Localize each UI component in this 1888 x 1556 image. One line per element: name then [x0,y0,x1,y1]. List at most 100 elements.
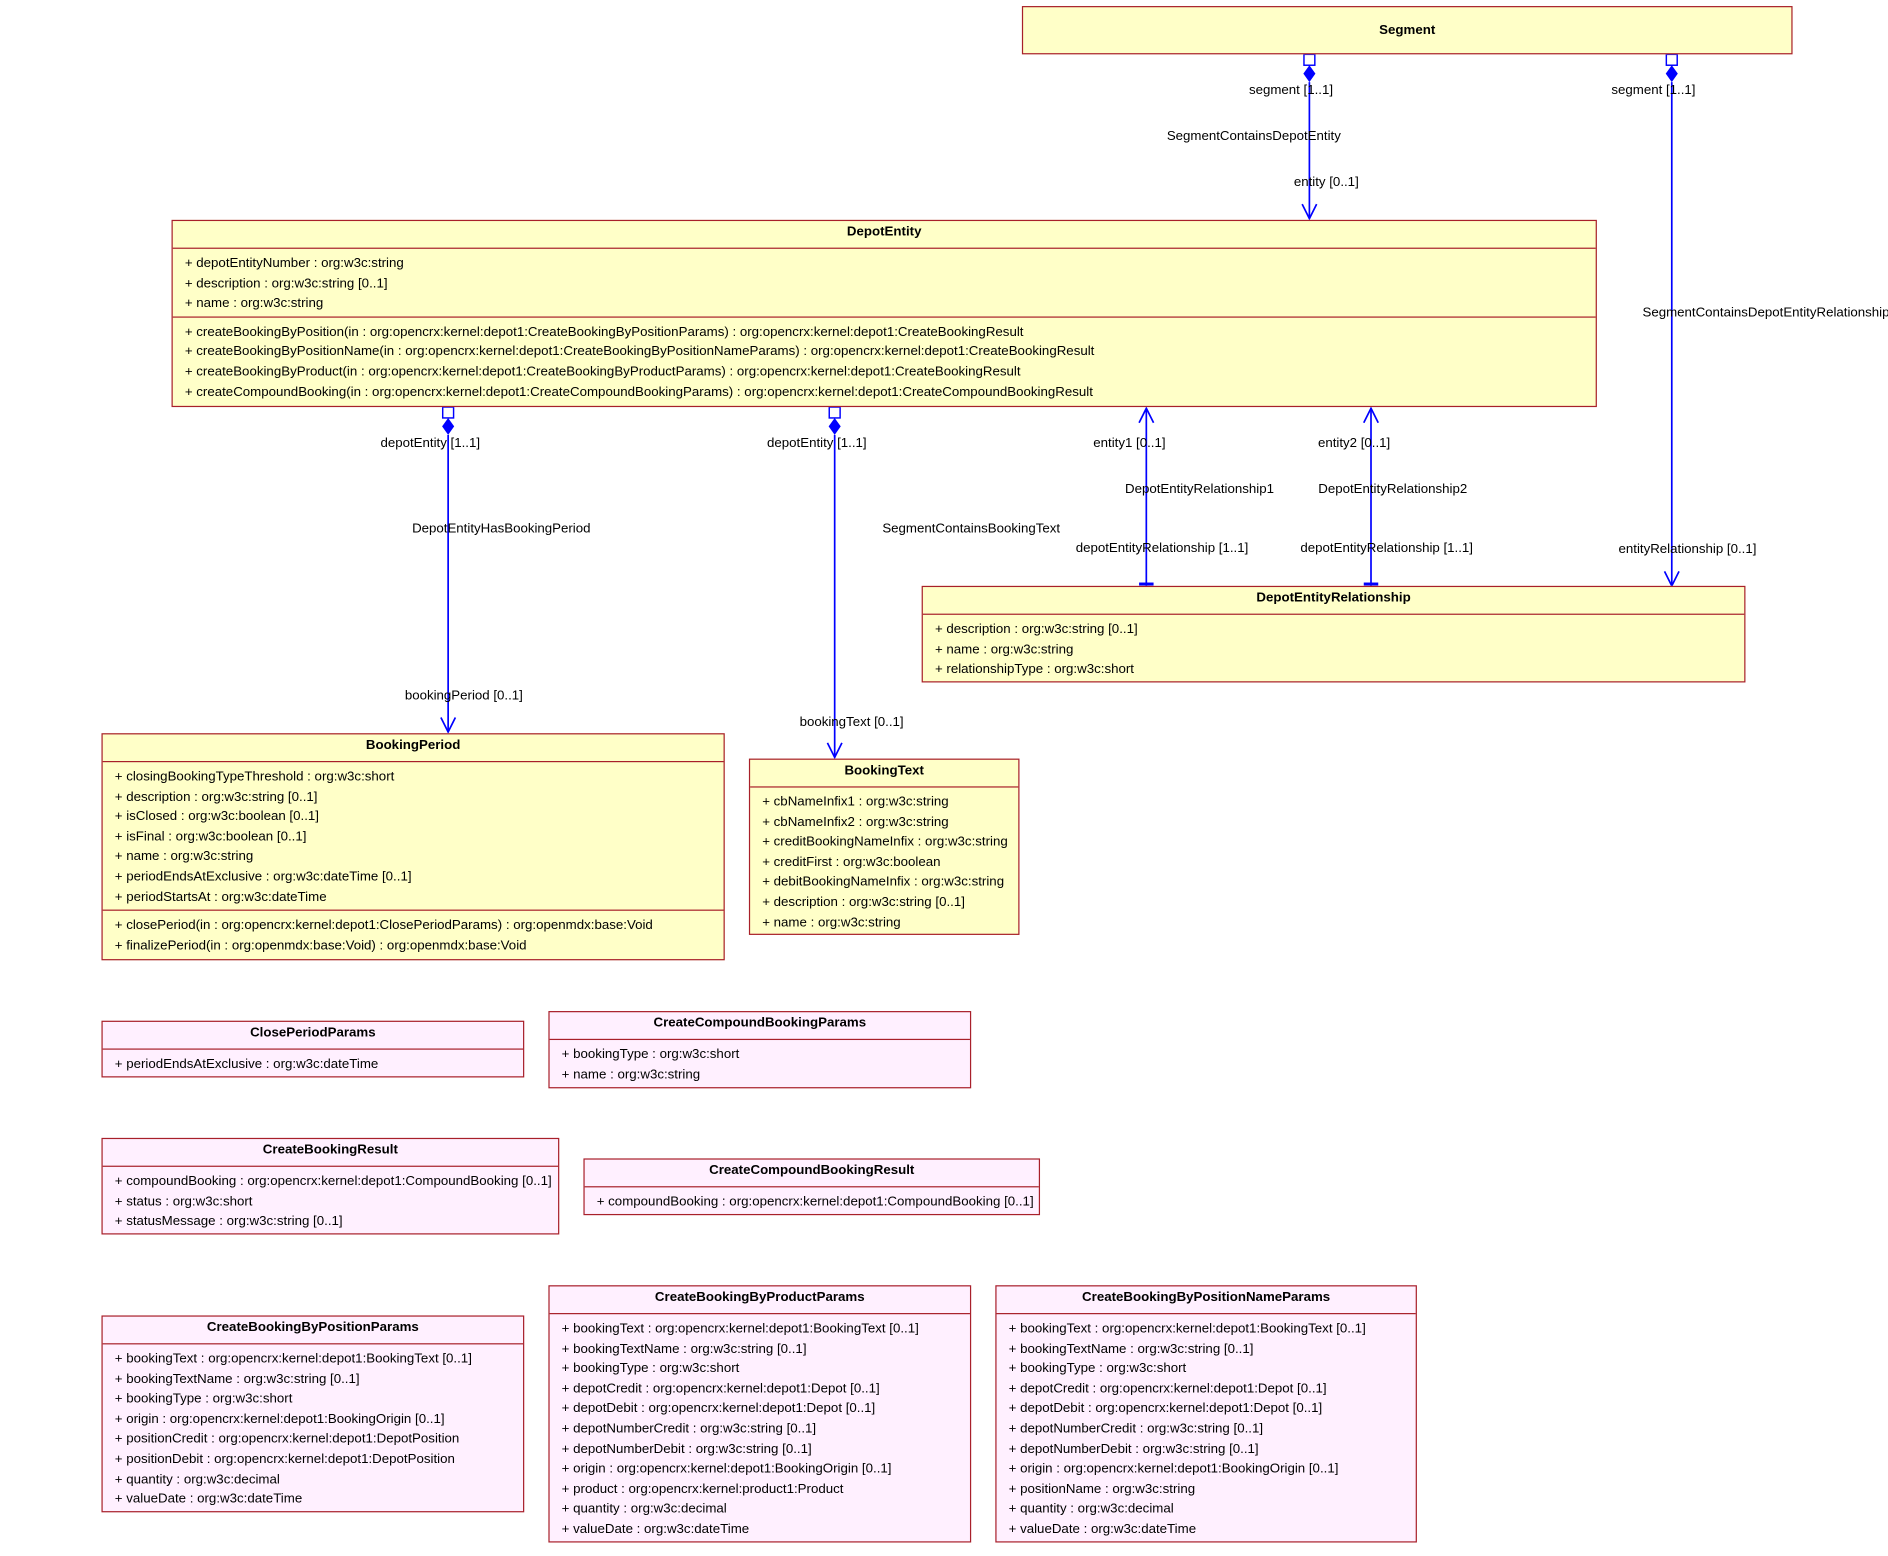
class-close-period-params[interactable]: ClosePeriodParams + periodEndsAtExclusiv… [101,1020,525,1078]
class-create-compound-booking-params[interactable]: CreateCompoundBookingParams + bookingTyp… [548,1011,972,1089]
attribute-row: + status : org:w3c:short [114,1194,253,1209]
operation-row: + finalizePeriod(in : org:openmdx:base:V… [114,938,527,953]
class-name: CreateCompoundBookingParams [653,1015,867,1031]
attribute-row: + bookingTextName : org:w3c:string [0..1… [114,1371,360,1387]
class-create-booking-by-product-params[interactable]: CreateBookingByProductParams + bookingTe… [548,1285,972,1543]
operation-row: + closePeriod(in : org:opencrx:kernel:de… [114,918,653,933]
composition-diamond [442,417,455,435]
attribute-row: + depotCredit : org:opencrx:kernel:depot… [1008,1381,1327,1397]
role-label: depotEntity [1..1] [380,435,480,450]
composition-diamond [1665,65,1678,83]
role-label: entity2 [0..1] [1318,435,1390,450]
attribute-row: + description : org:w3c:string [0..1] [934,622,1138,637]
attribute-row: + depotNumberCredit : org:w3c:string [0.… [561,1421,817,1437]
attribute-list: + bookingText : org:opencrx:kernel:depot… [996,1313,1416,1542]
attribute-list: + closingBookingTypeThreshold : org:w3c:… [102,760,724,910]
attribute-list: + bookingText : org:opencrx:kernel:depot… [549,1313,970,1542]
attribute-row: + bookingType : org:w3c:short [561,1047,740,1062]
class-booking-period[interactable]: BookingPeriod + closingBookingTypeThresh… [101,733,725,961]
role-label: depotEntityRelationship [1..1] [1076,540,1249,555]
attribute-row: + bookingText : org:opencrx:kernel:depot… [1008,1321,1366,1336]
qualifier-square [828,406,841,419]
attribute-row: + relationshipType : org:w3c:short [934,662,1134,677]
attribute-row: + quantity : org:w3c:decimal [1008,1501,1174,1517]
class-name: DepotEntity [846,224,922,240]
attribute-row: + valueDate : org:w3c:dateTime [561,1521,750,1537]
attribute-list: + compoundBooking : org:opencrx:kernel:d… [584,1186,1039,1214]
operation-list: + closePeriod(in : org:opencrx:kernel:de… [102,909,724,959]
navigation-arrow [1138,406,1155,424]
qualifier-square [1665,53,1678,66]
role-label: segment [1..1] [1611,82,1695,97]
attribute-row: + compoundBooking : org:opencrx:kernel:d… [596,1194,1034,1210]
attribute-row: + name : org:w3c:string [184,296,324,311]
attribute-row: + origin : org:opencrx:kernel:depot1:Boo… [1008,1461,1339,1477]
class-create-booking-by-position-params[interactable]: CreateBookingByPositionParams + bookingT… [101,1315,525,1513]
attribute-row: + bookingTextName : org:w3c:string [0..1… [1008,1341,1254,1357]
role-label: bookingPeriod [0..1] [405,687,523,702]
attribute-row: + bookingType : org:w3c:short [114,1391,293,1407]
attribute-row: + creditBookingNameInfix : org:w3c:strin… [762,834,1008,850]
class-name: BookingPeriod [365,738,461,753]
class-name: Segment [1379,22,1436,38]
attribute-row: + quantity : org:w3c:decimal [561,1501,727,1517]
role-label: segment [1..1] [1249,82,1333,97]
attribute-row: + bookingType : org:w3c:short [1008,1361,1187,1377]
class-segment[interactable]: Segment [1021,6,1793,55]
role-label: depotEntityRelationship [1..1] [1300,540,1473,555]
attribute-row: + description : org:w3c:string [0..1] [762,895,965,910]
class-booking-text[interactable]: BookingText + cbNameInfix1 : org:w3c:str… [748,758,1020,935]
attribute-row: + periodEndsAtExclusive : org:w3c:dateTi… [114,869,412,885]
role-label: bookingText [0..1] [800,714,904,729]
attribute-list: + cbNameInfix1 : org:w3c:string+ cbNameI… [750,786,1019,935]
attribute-row: + isClosed : org:w3c:boolean [0..1] [114,809,319,825]
attribute-row: + debitBookingNameInfix : org:w3c:string [762,874,1005,890]
qualifier-square [441,406,455,419]
role-label: depotEntity [1..1] [767,435,867,450]
operation-row: + createBookingByPositionName(in : org:o… [184,344,1095,360]
operation-row: + createBookingByPosition(in : org:openc… [184,324,1024,340]
attribute-row: + positionDebit : org:opencrx:kernel:dep… [114,1451,455,1467]
class-create-booking-by-position-name-params[interactable]: CreateBookingByPositionNameParams + book… [995,1285,1417,1543]
operation-row: + createCompoundBooking(in : org:opencrx… [184,384,1093,400]
attribute-row: + product : org:opencrx:kernel:product1:… [561,1481,844,1497]
attribute-row: + description : org:w3c:string [0..1] [184,276,388,291]
attribute-row: + bookingText : org:opencrx:kernel:depot… [114,1351,472,1367]
attribute-row: + depotNumberCredit : org:w3c:string [0.… [1008,1421,1264,1437]
role-label: entityRelationship [0..1] [1619,541,1757,556]
class-name: CreateBookingByPositionParams [206,1320,419,1335]
attribute-row: + cbNameInfix1 : org:w3c:string [762,794,949,810]
role-label: entity1 [0..1] [1093,435,1165,450]
association-name: DepotEntityRelationship1 [1125,481,1274,496]
class-name: CreateBookingByPositionNameParams [1082,1290,1331,1305]
attribute-row: + description : org:w3c:string [0..1] [114,789,318,804]
attribute-row: + name : org:w3c:string [762,915,901,930]
attribute-row: + origin : org:opencrx:kernel:depot1:Boo… [561,1461,892,1477]
attribute-row: + creditFirst : org:w3c:boolean [762,854,941,870]
navigation-arrow [1362,406,1380,424]
attribute-row: + periodStartsAt : org:w3c:dateTime [114,889,327,905]
attribute-list: + periodEndsAtExclusive : org:w3c:dateTi… [102,1048,524,1076]
class-name: CreateCompoundBookingResult [709,1163,915,1178]
class-depot-entity-relationship[interactable]: DepotEntityRelationship + description : … [921,585,1746,683]
association-name: DepotEntityHasBookingPeriod [412,521,590,536]
attribute-list: + description : org:w3c:string [0..1]+ n… [922,613,1745,683]
attribute-row: + origin : org:opencrx:kernel:depot1:Boo… [114,1411,445,1427]
attribute-row: + closingBookingTypeThreshold : org:w3c:… [114,769,395,784]
attribute-row: + depotDebit : org:opencrx:kernel:depot1… [561,1401,876,1417]
role-label: entity [0..1] [1294,174,1359,189]
class-name: DepotEntityRelationship [1256,590,1411,606]
operation-row: + createBookingByProduct(in : org:opencr… [184,364,1021,380]
class-create-booking-result[interactable]: CreateBookingResult + compoundBooking : … [101,1137,560,1235]
class-depot-entity[interactable]: DepotEntity + depotEntityNumber : org:w3… [171,219,1597,408]
attribute-row: + valueDate : org:w3c:dateTime [1008,1521,1197,1537]
association-name: SegmentContainsDepotEntityRelationship [1642,304,1888,319]
attribute-row: + compoundBooking : org:opencrx:kernel:d… [114,1174,552,1189]
attribute-row: + name : org:w3c:string [114,849,254,865]
attribute-row: + depotNumberDebit : org:w3c:string [0..… [561,1441,812,1457]
class-create-compound-booking-result[interactable]: CreateCompoundBookingResult + compoundBo… [583,1158,1041,1216]
attribute-row: + bookingTextName : org:w3c:string [0..1… [561,1341,807,1357]
attribute-row: + positionCredit : org:opencrx:kernel:de… [114,1431,460,1447]
